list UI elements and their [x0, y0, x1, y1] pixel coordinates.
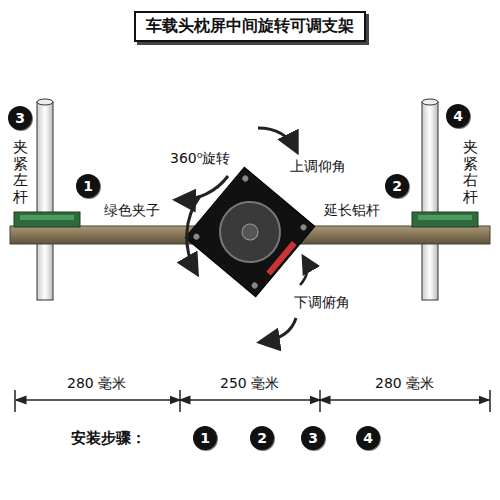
green-clamp [14, 212, 80, 227]
left-pole [37, 102, 53, 300]
callout-circle: 4 [356, 426, 380, 450]
right-pole [422, 102, 438, 300]
diagram-title: 车载头枕屏中间旋转可调支架 [134, 11, 366, 42]
part-label: 夹紧右杆 [463, 139, 478, 205]
callout-number: 3 [308, 431, 318, 445]
tilt-label: 上调仰角 [290, 158, 346, 175]
callout-number: 4 [363, 431, 373, 445]
rotation-arrow [187, 196, 200, 272]
dimension-line [16, 399, 180, 401]
callout-circle: 1 [193, 426, 217, 450]
callout-number: 1 [200, 431, 210, 445]
callout-circle: 3 [8, 106, 32, 130]
part-label: 夹紧左杆 [13, 139, 28, 205]
callout-number: 1 [83, 179, 93, 193]
part-label: 延长铝杆 [324, 202, 380, 219]
callout-number: 2 [257, 431, 267, 445]
dimension-label: 250 毫米 [220, 375, 279, 392]
dimension-label: 280 毫米 [375, 375, 434, 392]
rotation-label: 360⁰旋转 [170, 150, 230, 167]
green-clamp [412, 212, 478, 227]
tilt-label: 下调俯角 [294, 294, 350, 311]
steps-label: 安装步骤： [71, 429, 146, 447]
tilt-arrow [258, 128, 296, 150]
callout-number: 2 [392, 179, 402, 193]
dimension-label: 280 毫米 [67, 375, 126, 392]
callout-circle: 2 [250, 426, 274, 450]
tilt-arrow [262, 318, 296, 342]
callout-circle: 2 [385, 174, 409, 198]
callout-circle: 4 [446, 104, 470, 128]
callout-number: 4 [453, 109, 463, 123]
callout-circle: 1 [76, 174, 100, 198]
rotation-arrow [178, 176, 228, 200]
callout-circle: 3 [301, 426, 325, 450]
part-label: 绿色夹子 [104, 202, 160, 219]
callout-number: 3 [15, 111, 25, 125]
rotating-plate [185, 167, 315, 297]
